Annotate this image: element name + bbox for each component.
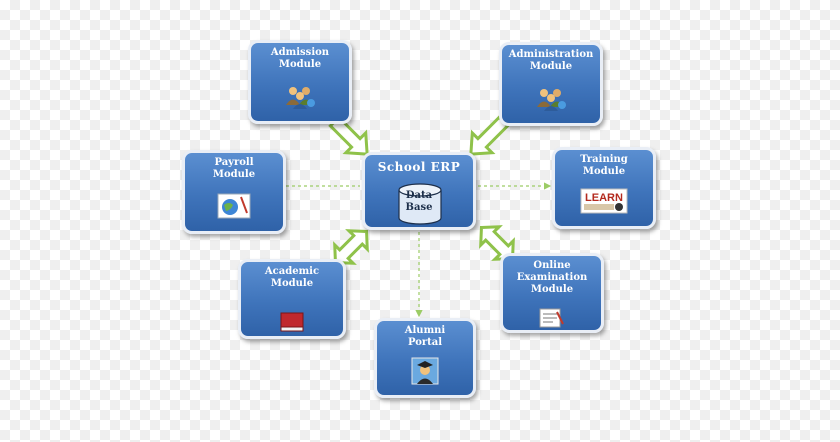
academic-module-label: Academic Module xyxy=(264,266,320,289)
online-exam-module-label: Online Examination Module xyxy=(516,260,588,295)
school-erp-hub: School ERP Data Base xyxy=(362,152,476,230)
payroll-module-label: Payroll Module xyxy=(212,157,256,180)
admission-module-label: Admission Module xyxy=(270,47,330,70)
administration-arrow xyxy=(469,115,510,156)
graduate-icon xyxy=(411,357,439,385)
hub-title: School ERP xyxy=(377,160,461,174)
book-icon xyxy=(280,312,304,332)
alumni-portal: Alumni Portal xyxy=(374,318,476,398)
admission-module: Admission Module xyxy=(248,40,352,124)
svg-text:LEARN: LEARN xyxy=(585,192,623,204)
payroll-module: Payroll Module xyxy=(182,150,286,234)
administration-module-label: Administration Module xyxy=(508,49,594,72)
training-module: Training Module LEARN xyxy=(552,147,656,229)
administration-module: Administration Module xyxy=(499,42,603,126)
exam-paper-icon xyxy=(539,308,564,328)
learn-sign-icon: LEARN xyxy=(580,188,628,214)
database-label: Data Base xyxy=(405,190,433,213)
database-cylinder-icon xyxy=(398,183,442,225)
people-icon xyxy=(286,87,315,109)
admission-arrow xyxy=(328,115,369,156)
alumni-portal-label: Alumni Portal xyxy=(404,325,446,348)
online-exam-module: Online Examination Module xyxy=(500,253,604,333)
training-module-label: Training Module xyxy=(580,154,628,177)
globe-document-icon xyxy=(217,193,251,219)
academic-arrow xyxy=(333,229,369,265)
academic-module: Academic Module xyxy=(238,259,346,339)
people-icon xyxy=(537,89,566,111)
